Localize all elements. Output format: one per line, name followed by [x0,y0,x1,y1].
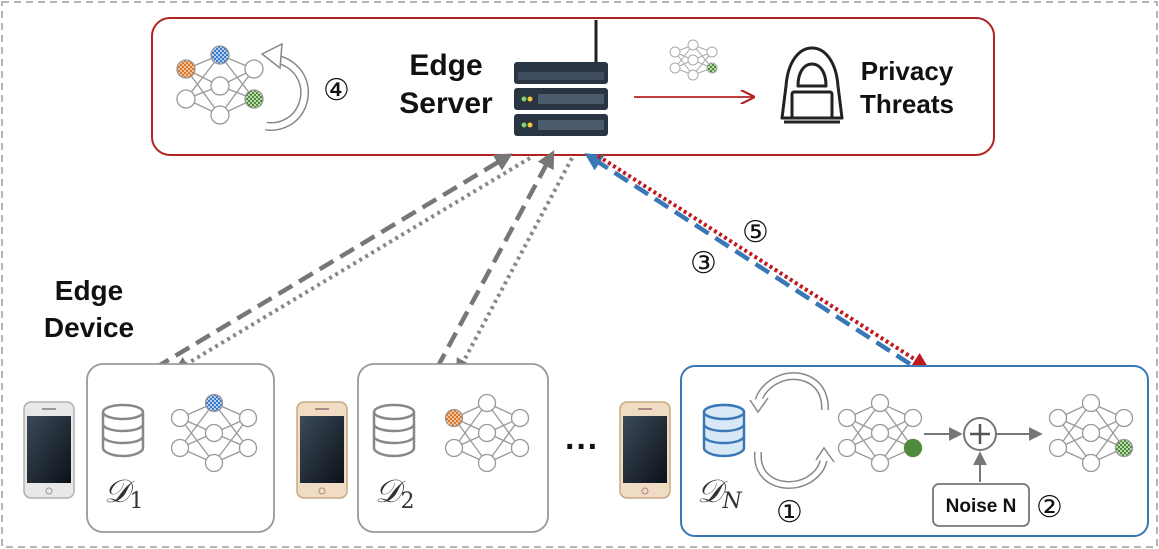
database-icon-1 [101,403,145,458]
deviceN-download-arrow [596,154,929,369]
deviceN-upload-arrow [584,153,912,366]
privacy-threats-line1: Privacy [861,56,954,86]
noise-label: Noise N [946,496,1017,517]
noise-box [932,483,1030,527]
local-model-icon-1 [170,393,258,473]
device1-download-arrow [173,156,532,373]
local-model-icon-n [837,393,923,473]
sum-operator-icon [963,417,997,451]
leaked-model-icon [669,39,718,81]
step-3-label: ③ [690,246,717,281]
local-model-icon-2 [444,393,530,473]
step-4-label: ④ [323,73,350,108]
more-devices-ellipsis: ··· [565,428,599,466]
phone-icon-n [619,401,671,499]
device1-upload-arrow [153,153,513,370]
edge-device-line2: Device [44,312,134,343]
database-icon-2 [372,403,416,458]
device2-upload-arrow [435,150,555,370]
server-global-model-icon [176,45,264,125]
database-icon-n [702,403,746,458]
aggregation-cycle-icon [260,42,310,131]
step-2-label: ② [1036,490,1063,525]
privacy-threats-line2: Threats [860,89,954,119]
step-1-label: ① [776,495,803,530]
phone-icon-1 [23,401,75,499]
edge-server-title-line1: Edge [409,49,482,82]
noisy-model-icon [1048,393,1134,473]
server-rack-icon [514,20,608,136]
step-5-label: ⑤ [742,215,769,250]
training-cycle-icon [749,372,835,489]
edge-device-line1: Edge [55,275,123,306]
hacker-icon [780,46,844,124]
edge-server-box [151,17,995,156]
phone-icon-2 [296,401,348,499]
edge-server-title-line2: Server [399,87,493,120]
device2-download-arrow [456,157,574,376]
